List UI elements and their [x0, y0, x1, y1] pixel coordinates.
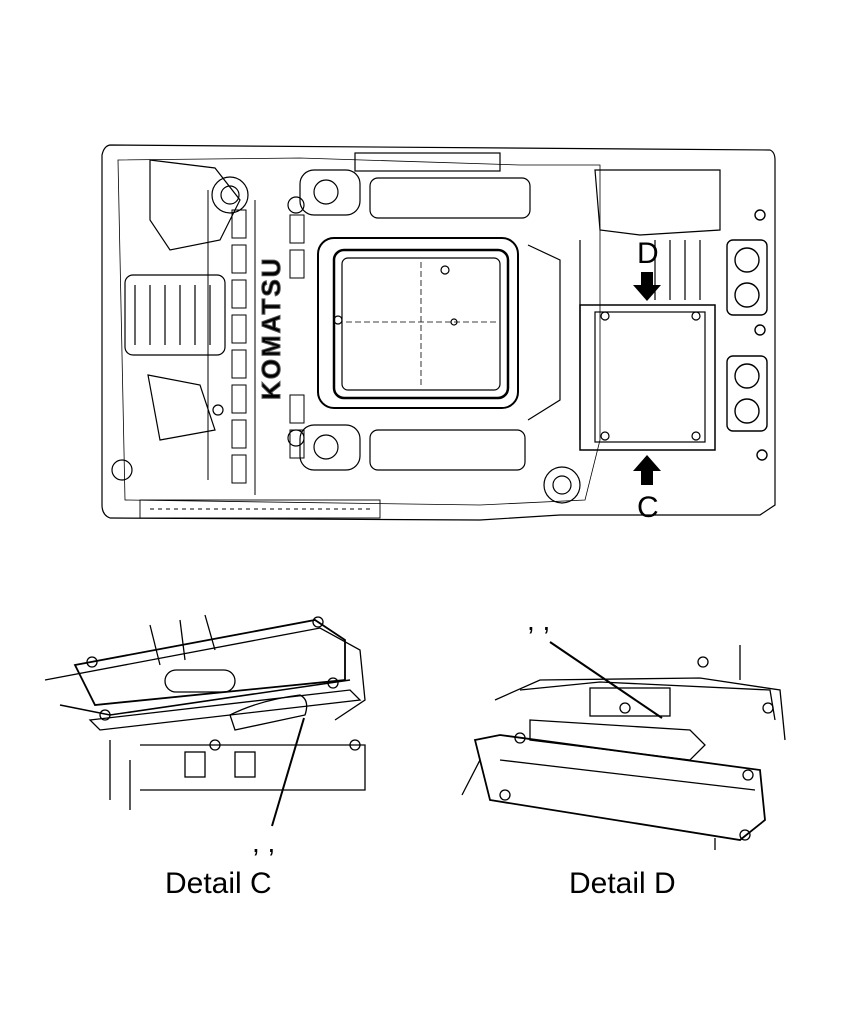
right-module — [543, 169, 721, 504]
frame-inner-outline — [117, 157, 601, 506]
hood-grille — [207, 190, 305, 495]
detail-c-drawing — [44, 614, 366, 827]
brand-logo-text: KOMATSU — [256, 256, 286, 400]
callout-leader-d — [549, 641, 663, 719]
detail-c-callout: , , — [252, 827, 275, 858]
machine-top-view: KOMATSU — [101, 144, 776, 521]
view-indicator-c: C — [633, 455, 661, 524]
engine-assembly — [111, 159, 249, 481]
view-label-c: C — [637, 491, 659, 524]
tanks — [287, 152, 531, 471]
detail-d-drawing — [461, 641, 786, 850]
view-label-d: D — [637, 237, 659, 270]
radiator-fans — [726, 209, 768, 461]
detail-c-title: Detail C — [165, 867, 272, 900]
arrow-down-icon — [633, 272, 661, 301]
cab-hatch — [317, 237, 561, 421]
arrow-up-icon — [633, 455, 661, 485]
callout-leader-c — [271, 717, 305, 827]
view-indicator-d: D — [633, 237, 661, 301]
detail-d-callout: , , — [527, 605, 550, 636]
detail-d-title: Detail D — [569, 867, 676, 900]
frame-outline — [101, 144, 776, 521]
bottom-rail — [139, 499, 381, 519]
